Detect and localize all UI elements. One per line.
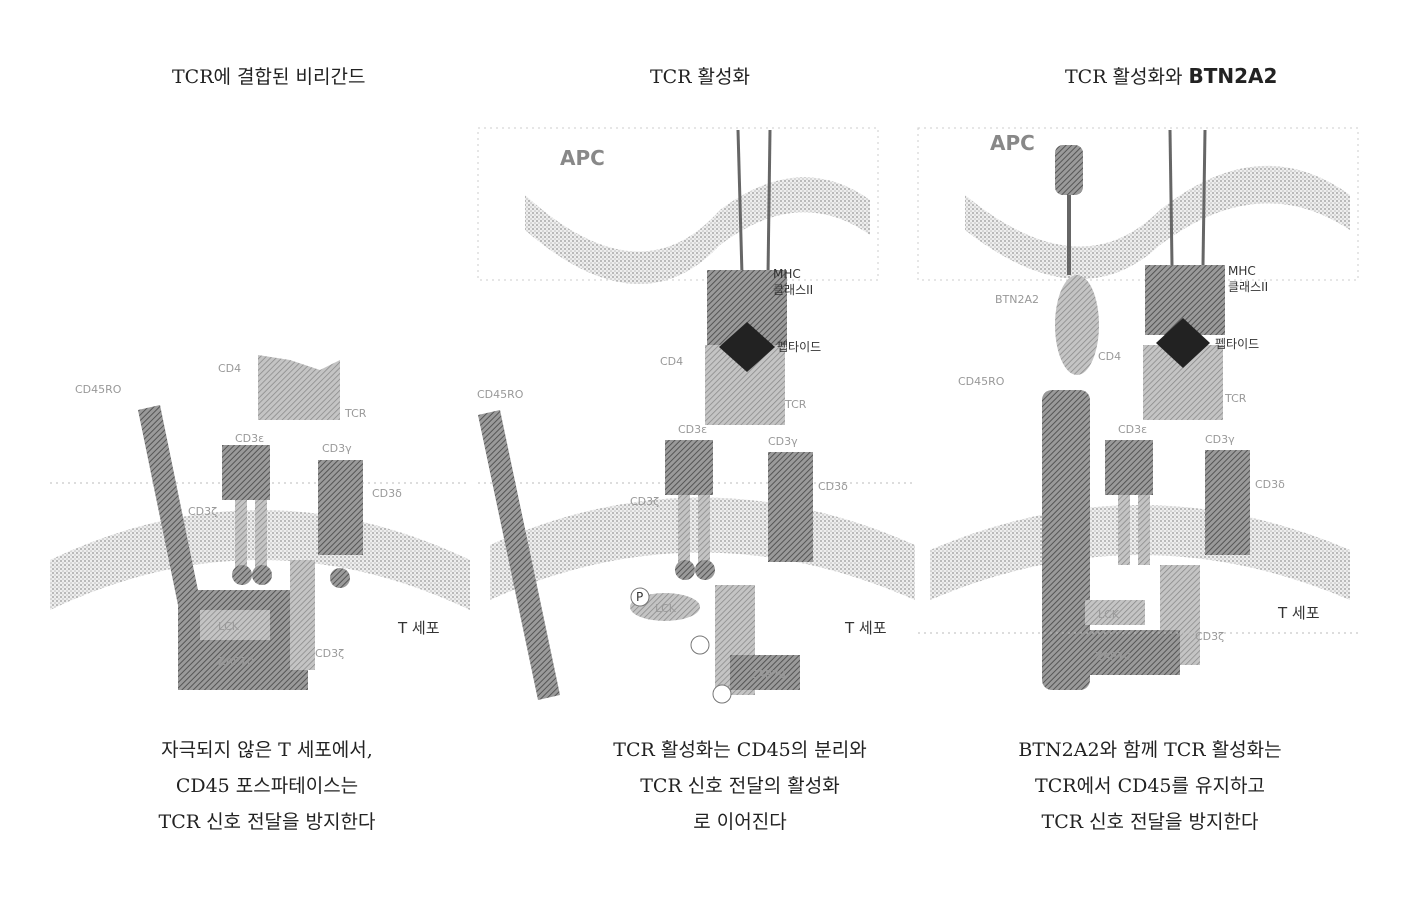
label-cd3d: CD3δ [818,480,848,493]
label-mhc: MHC [1228,264,1256,278]
label-apc: APC [990,131,1035,155]
label-cd4: CD4 [218,362,241,375]
label-mhc: MHC [773,267,801,281]
cd3-epsilon [1105,440,1153,495]
label-cd45: CD45RO [477,388,524,401]
label-cd3e: CD3ε [235,432,264,445]
label-cd45: CD45RO [75,383,122,396]
label-zap70: ZAP70 [218,655,254,668]
label-lck: LCK [218,620,240,633]
caption-line: TCR 활성화는 CD45의 분리와 [550,732,930,768]
label-tcr: TCR [1224,392,1247,405]
label-cd3d: CD3δ [372,487,402,500]
label-btn2a2: BTN2A2 [995,293,1039,306]
caption-line: 로 이어진다 [550,804,930,840]
cd3-epsilon [222,445,270,500]
panel-1-diagram: CD45RO CD4 TCR CD3ε CD3γ CD3δ CD3ζ LCK Z… [50,355,470,690]
caption-line: TCR 신호 전달을 방지한다 [960,804,1340,840]
label-tcr: TCR [344,407,367,420]
label-peptide: 펩타이드 [1215,337,1259,351]
label-tcr: TCR [784,398,807,411]
label-t-cell: T 세포 [1277,604,1320,622]
caption-line: 자극되지 않은 T 세포에서, [77,732,457,768]
btn2a2-protein [1055,145,1083,195]
panel-1-caption: 자극되지 않은 T 세포에서, CD45 포스파테이스는 TCR 신호 전달을 … [77,732,457,840]
label-apc: APC [560,146,605,170]
cd3-epsilon [665,440,713,495]
apc-membrane [525,177,870,284]
label-cd3z: CD3ζ [1195,630,1224,643]
panel-3-diagram: APC MHC 클래스II 펩타이드 BTN2A2 CD4 TCR CD45RO… [918,128,1358,690]
label-peptide: 펩타이드 [777,340,821,354]
label-cd3g: CD3γ [1205,433,1235,446]
cd3-gamma [1205,450,1250,555]
label-class-ii: 클래스II [773,283,813,297]
caption-line: TCR에서 CD45를 유지하고 [960,768,1340,804]
caption-line: BTN2A2와 함께 TCR 활성화는 [960,732,1340,768]
label-class-ii: 클래스II [1228,280,1268,294]
label-zap70: ZAP70 [1095,650,1131,663]
label-t-cell: T 세포 [397,619,440,637]
caption-line: CD45 포스파테이스는 [77,768,457,804]
caption-line: TCR 신호 전달을 방지한다 [77,804,457,840]
label-t-cell: T 세포 [844,619,887,637]
phospho-p: P [636,590,643,604]
cd3-gamma [768,452,813,562]
cd4-protein [258,355,340,420]
label-cd3g: CD3γ [768,435,798,448]
label-cd3z-2: CD3ζ [315,647,344,660]
label-cd3z: CD3ζ [188,505,217,518]
caption-line: TCR 신호 전달의 활성화 [550,768,930,804]
panel-3-caption: BTN2A2와 함께 TCR 활성화는 TCR에서 CD45를 유지하고 TCR… [960,732,1340,840]
label-cd4: CD4 [660,355,683,368]
apc-membrane [965,166,1350,279]
cd3-gamma [318,460,363,555]
label-cd45: CD45RO [958,375,1005,388]
label-lck: LCK [655,602,677,615]
label-cd4: CD4 [1098,350,1121,363]
panel-2-caption: TCR 활성화는 CD45의 분리와 TCR 신호 전달의 활성화 로 이어진다 [550,732,930,840]
panel-2-diagram: APC P MHC 클래스II 펩타이드 CD4 TCR CD45RO CD3ε… [477,128,915,703]
label-cd3g: CD3γ [322,442,352,455]
label-cd3e: CD3ε [1118,423,1147,436]
label-zap70: ZAP70 [750,668,786,681]
label-cd3e: CD3ε [678,423,707,436]
label-lck: LCK [1098,608,1120,621]
label-cd3d: CD3δ [1255,478,1285,491]
label-cd3z: CD3ζ [630,495,659,508]
